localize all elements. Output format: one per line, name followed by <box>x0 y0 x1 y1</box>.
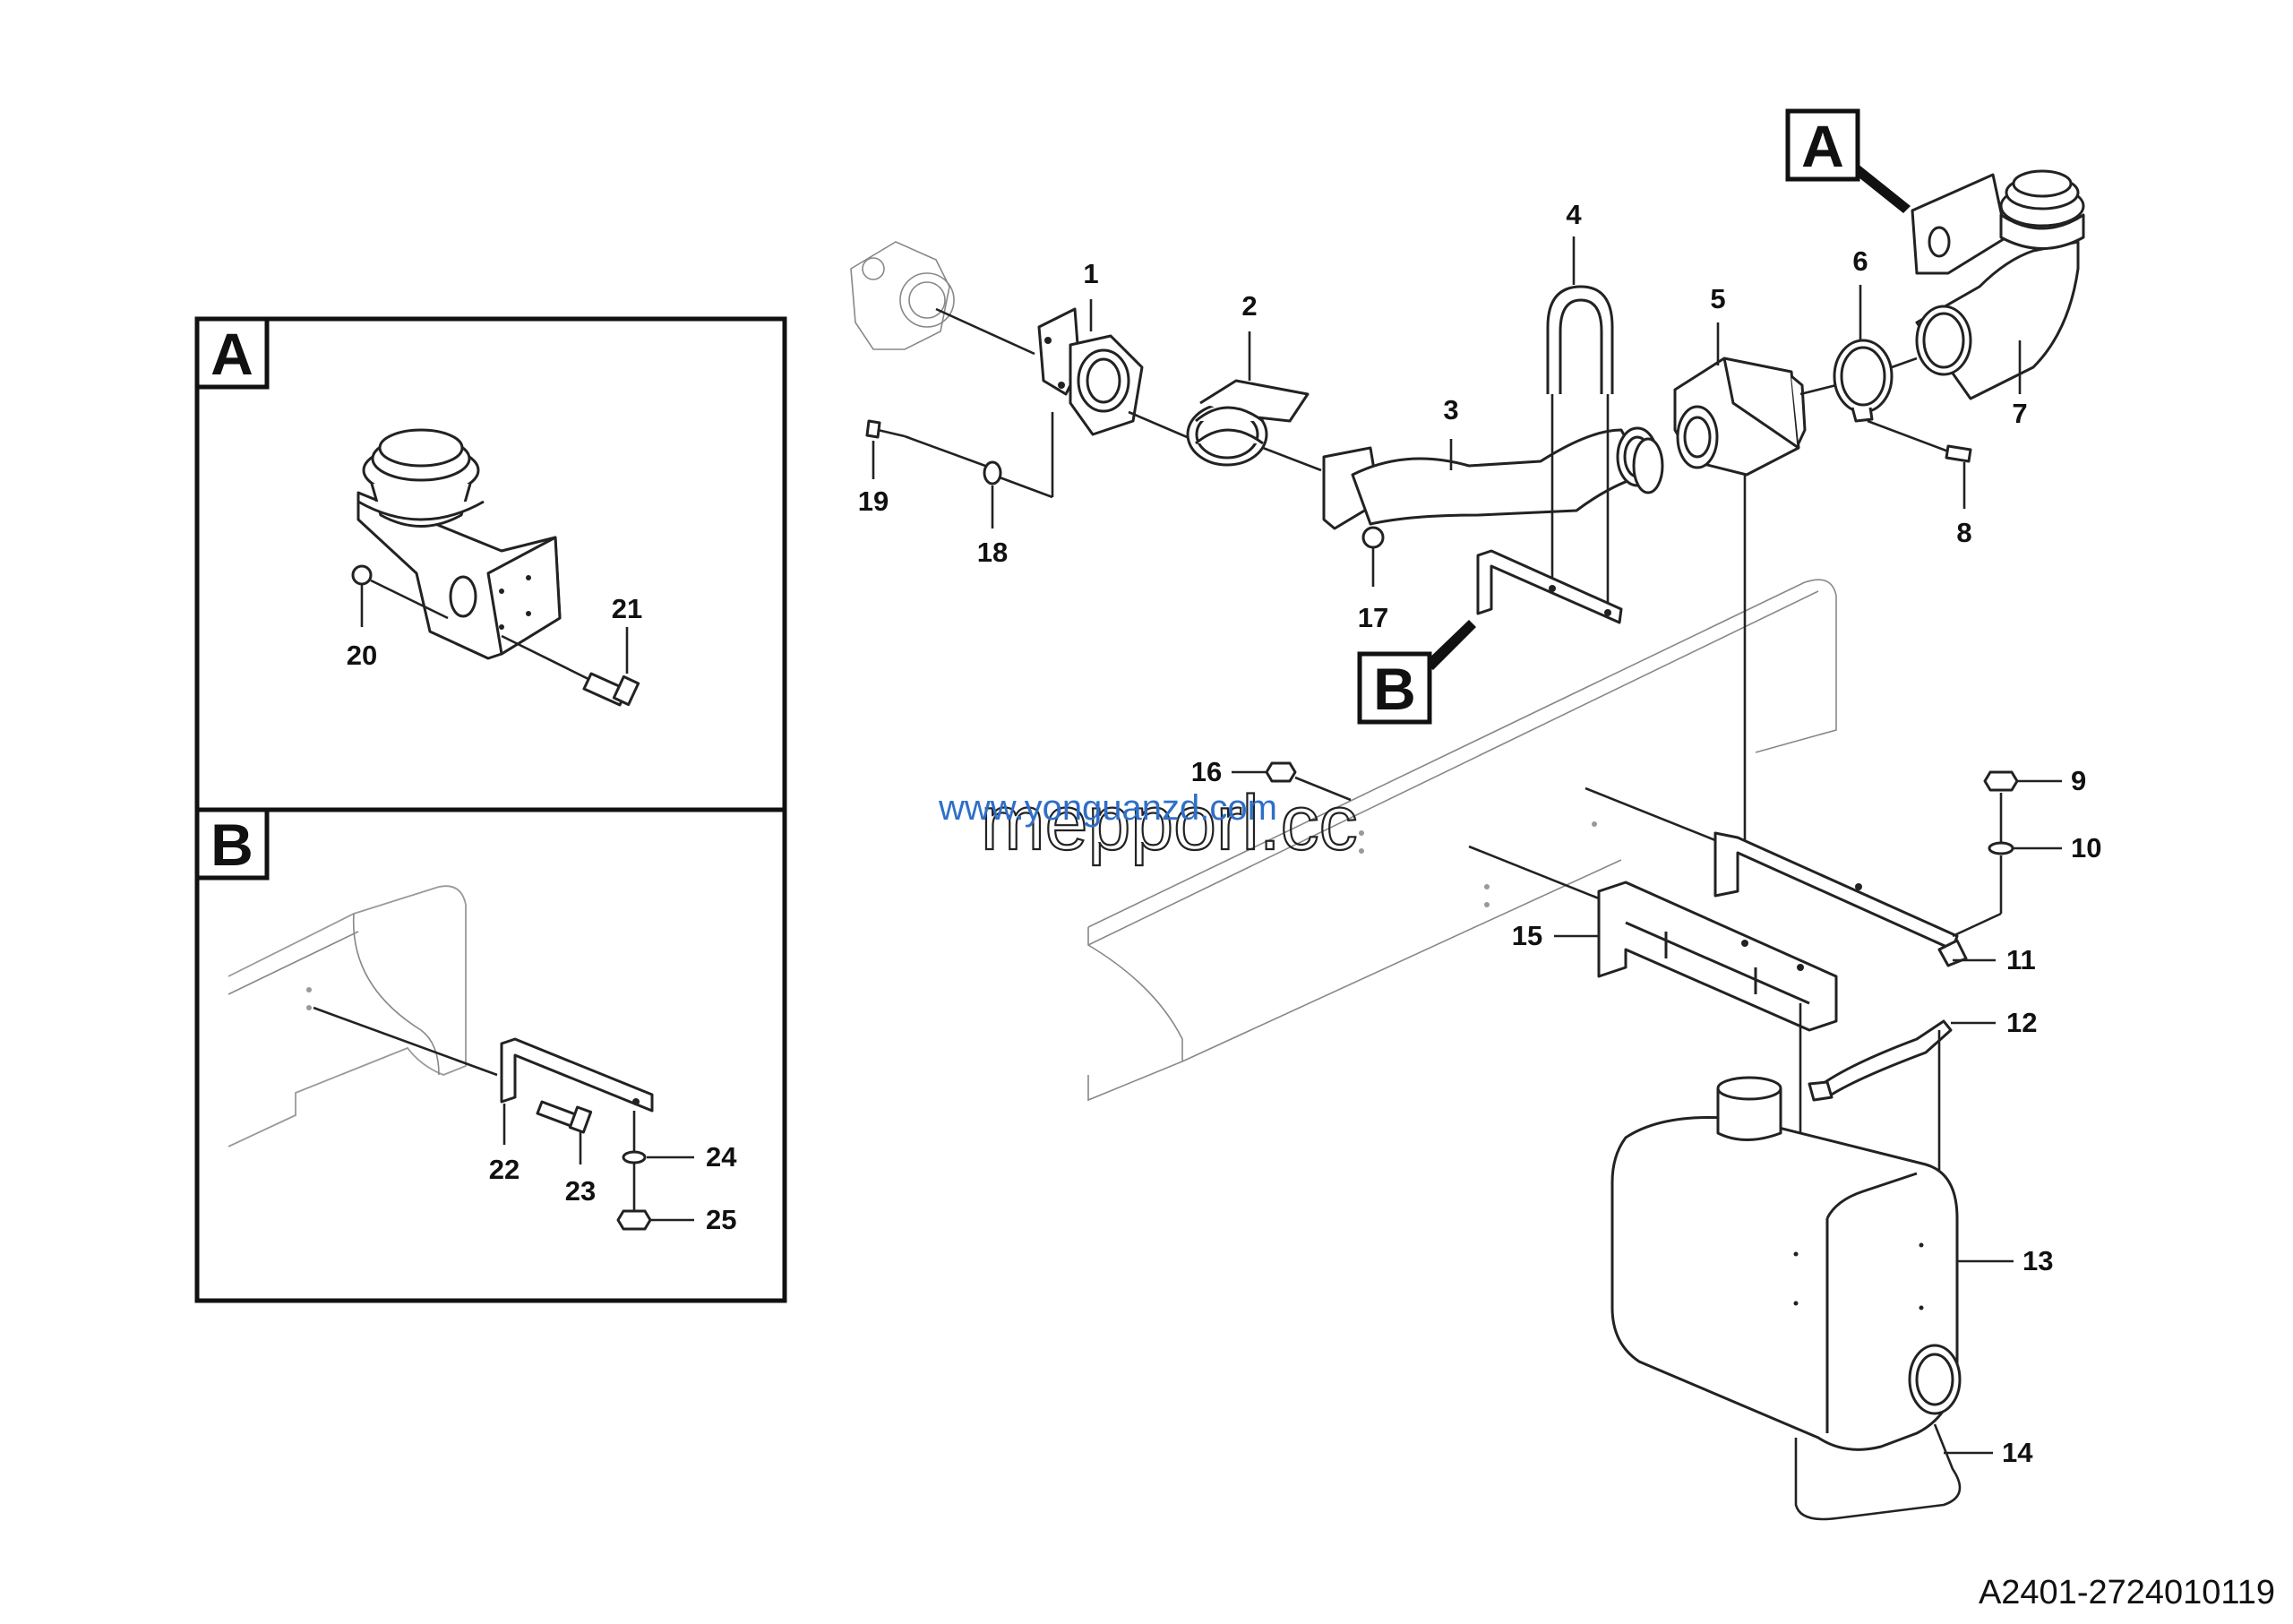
detail-view-a: A 20 21 <box>194 316 787 812</box>
cable-14-drawing <box>1794 1423 1962 1521</box>
part-label-3: 3 <box>1443 394 1458 425</box>
detail-b-letter: B <box>210 812 253 878</box>
part-label-25: 25 <box>706 1204 736 1235</box>
part-label-24: 24 <box>706 1141 737 1173</box>
part-label-11: 11 <box>2006 944 2036 975</box>
part-label-2: 2 <box>1241 290 1257 322</box>
nut-25-drawing <box>616 1209 652 1231</box>
exhaust-pipe-3-drawing <box>1322 426 1664 530</box>
watermark: mepporl.cc www.yonguanzd.com <box>938 779 1359 867</box>
part-label-18: 18 <box>977 537 1008 568</box>
part-label-8: 8 <box>1956 517 1971 548</box>
bolt-23-drawing <box>536 1100 593 1134</box>
detail-a-letter: A <box>210 321 253 387</box>
part-label-23: 23 <box>565 1175 596 1207</box>
part-label-16: 16 <box>1191 756 1222 787</box>
vehicle-frame-rail <box>1087 579 1837 1102</box>
clamp-2-drawing <box>1186 379 1310 467</box>
detail-view-b: B 22 23 24 25 <box>194 807 787 1303</box>
part-label-17: 17 <box>1358 602 1388 633</box>
nut-9-drawing <box>1983 770 2019 792</box>
bolt-19-drawing <box>865 419 986 468</box>
part-label-4: 4 <box>1566 199 1582 230</box>
part-label-7: 7 <box>2012 398 2027 429</box>
part-label-19: 19 <box>858 485 889 517</box>
nut-20-drawing <box>351 564 449 620</box>
part-label-14: 14 <box>2002 1437 2033 1468</box>
part-label-22: 22 <box>489 1154 520 1185</box>
drawing-code: A2401-2724010119 <box>1979 1574 2275 1611</box>
nut-16-drawing <box>1265 761 1297 783</box>
pipe-bracket-drawing <box>1476 549 1623 624</box>
muffler-13-drawing <box>1610 1076 1962 1451</box>
part-label-13: 13 <box>2022 1245 2053 1276</box>
part-label-1: 1 <box>1083 258 1098 289</box>
part-label-12: 12 <box>2006 1007 2037 1038</box>
part-label-10: 10 <box>2071 832 2101 864</box>
flange-1-drawing <box>1037 307 1144 436</box>
bolt-21-drawing <box>501 634 640 707</box>
callout-b: B <box>1357 620 1476 725</box>
connector-5-drawing <box>1673 357 1807 477</box>
washer-24-drawing <box>622 1150 647 1164</box>
turbocharger-drawing <box>850 241 955 350</box>
bracket-a-drawing <box>356 428 562 660</box>
detail-b-tag <box>194 807 270 881</box>
bracket-15-drawing <box>1597 881 1838 1032</box>
watermark-line-1: www.yonguanzd.com <box>938 788 1277 828</box>
washer-18-drawing <box>983 460 1002 485</box>
frame-rail-b-drawing <box>228 885 467 1147</box>
part-label-5: 5 <box>1710 283 1725 314</box>
callout-a-letter: A <box>1801 113 1844 179</box>
bolt-8-drawing <box>1945 444 1972 463</box>
strap-12-drawing <box>1808 1019 1953 1102</box>
clamp-6-drawing <box>1833 339 1894 423</box>
bracket-22-drawing <box>500 1037 654 1113</box>
nut-17-drawing <box>1361 526 1385 549</box>
washer-10-drawing <box>1988 841 2014 855</box>
u-bolt-4-drawing <box>1546 285 1614 609</box>
callout-b-letter: B <box>1373 656 1416 722</box>
bracket-11-drawing <box>1713 831 1968 967</box>
elbow-pipe-7-drawing <box>1911 169 2085 400</box>
part-label-20: 20 <box>347 640 377 671</box>
watermark-line-2: mepporl.cc <box>981 780 1358 866</box>
detail-a-tag <box>194 316 270 390</box>
part-label-6: 6 <box>1852 245 1868 277</box>
part-label-9: 9 <box>2071 765 2086 796</box>
callout-a: A <box>1785 108 1911 213</box>
part-label-21: 21 <box>612 593 642 624</box>
part-label-15: 15 <box>1512 920 1542 951</box>
